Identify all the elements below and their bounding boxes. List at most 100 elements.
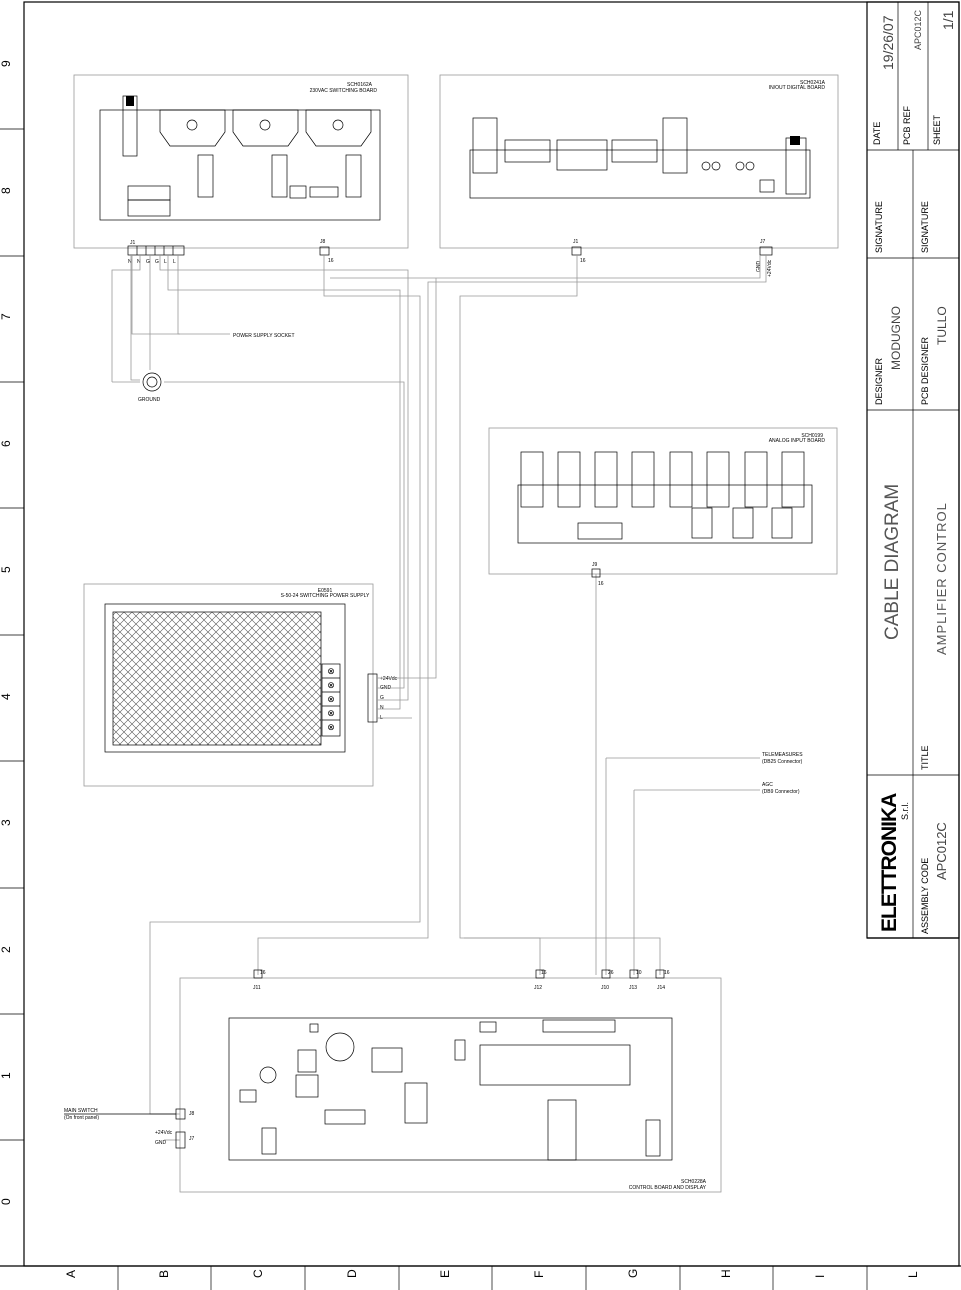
column-label: I bbox=[813, 1275, 827, 1278]
sheet-value: 1/1 bbox=[940, 10, 956, 30]
row-label: 6 bbox=[0, 440, 13, 447]
pin-label: +24Vdc bbox=[767, 259, 773, 277]
main-switch-label: MAIN SWITCH bbox=[64, 1108, 98, 1114]
pcb-ref-value: APC012C bbox=[913, 9, 923, 50]
pin-label: GND bbox=[155, 1140, 167, 1146]
row-label: 3 bbox=[0, 819, 13, 826]
row-grid: 9 8 7 6 5 4 3 2 1 0 bbox=[0, 60, 24, 1205]
pin-count: 10 bbox=[636, 970, 642, 976]
row-label: 1 bbox=[0, 1072, 13, 1079]
pin-label: G bbox=[146, 259, 150, 265]
pcb-designer-label: PCB DESIGNER bbox=[920, 336, 930, 405]
board-name: CONTROL BOARD AND DISPLAY bbox=[629, 1185, 707, 1191]
date-value: 19/26/07 bbox=[880, 15, 896, 70]
title-block: DATE 19/26/07 PCB REF APC012C SHEET 1/1 … bbox=[866, 1, 960, 939]
pin-count: 26 bbox=[608, 970, 614, 976]
drawing-title: CABLE DIAGRAM bbox=[882, 484, 903, 640]
board-name: IN/OUT DIGITAL BOARD bbox=[769, 85, 826, 91]
connector-label: J9 bbox=[592, 562, 598, 568]
row-label: 4 bbox=[0, 693, 13, 700]
pin-label: N bbox=[128, 259, 132, 265]
psu-pin-label: G bbox=[380, 695, 384, 701]
power-supply: E0591 S-50-24 SWITCHING POWER SUPPLY ⊗ ⊗… bbox=[83, 583, 398, 787]
svg-text:⊗: ⊗ bbox=[327, 666, 335, 676]
switching-board: SCH0162A 230VAC SWITCHING BOARD bbox=[73, 74, 409, 249]
column-label: E bbox=[438, 1270, 452, 1278]
connector-label: J7 bbox=[760, 239, 766, 245]
connector-label: J1 bbox=[130, 240, 136, 246]
board-name: S-50-24 SWITCHING POWER SUPPLY bbox=[281, 593, 370, 599]
date-label: DATE bbox=[872, 122, 882, 145]
row-label: 9 bbox=[0, 60, 13, 67]
psu-pin-label: N bbox=[380, 705, 384, 711]
column-label: L bbox=[906, 1271, 920, 1278]
pin-count: 16 bbox=[541, 970, 547, 976]
pin-count: 16 bbox=[580, 258, 586, 264]
assembly-code-label: ASSEMBLY CODE bbox=[920, 858, 930, 934]
company-logo: ELETTRONIKA bbox=[878, 793, 901, 932]
analog-board: SCH0199 ANALOG INPUT BOARD bbox=[488, 427, 838, 575]
connector-label: J8 bbox=[320, 239, 326, 245]
control-board: SCH0228A CONTROL BOARD AND DISPLAY bbox=[179, 977, 722, 1193]
agc-connector: (DB9 Connector) bbox=[762, 789, 800, 795]
telemeasures-connector: (DB25 Connector) bbox=[762, 759, 803, 765]
ground-label: GROUND bbox=[138, 397, 161, 403]
board-code: SCH0199 bbox=[801, 433, 823, 439]
pin-label: N bbox=[137, 259, 141, 265]
svg-text:⊗: ⊗ bbox=[327, 708, 335, 718]
drawing-subtitle: AMPLIFIER CONTROL bbox=[934, 502, 949, 655]
digital-board: SCH0241A IN/OUT DIGITAL BOARD bbox=[439, 74, 839, 249]
pcb-ref-label: PCB REF bbox=[902, 105, 912, 145]
column-label: D bbox=[345, 1269, 359, 1278]
column-label: G bbox=[626, 1269, 640, 1278]
row-label: 8 bbox=[0, 187, 13, 194]
agc-label: AGC bbox=[762, 782, 773, 788]
pin-label: L bbox=[173, 259, 176, 265]
connector-label: J1 bbox=[573, 239, 579, 245]
pin-label: +24Vdc bbox=[155, 1130, 173, 1136]
designer-label: DESIGNER bbox=[874, 357, 884, 405]
pcb-designer-value: TULLO bbox=[935, 306, 949, 345]
pin-count: 16 bbox=[328, 258, 334, 264]
connector-label: J10 bbox=[601, 985, 609, 991]
connector-label: J13 bbox=[629, 985, 637, 991]
svg-text:⊗: ⊗ bbox=[327, 694, 335, 704]
board-code: E0591 bbox=[318, 588, 333, 594]
board-code: SCH0228A bbox=[681, 1179, 707, 1185]
board-name: 230VAC SWITCHING BOARD bbox=[310, 88, 378, 94]
pin-count: 16 bbox=[598, 581, 604, 587]
pin-label: G bbox=[155, 259, 159, 265]
pin-count: 16 bbox=[260, 970, 266, 976]
assembly-code-value: APC012C bbox=[934, 822, 949, 880]
board-code: SCH0162A bbox=[347, 82, 373, 88]
power-supply-socket-label: POWER SUPPLY SOCKET bbox=[233, 333, 295, 339]
row-label: 7 bbox=[0, 313, 13, 320]
signature-label: SIGNATURE bbox=[874, 201, 884, 253]
psu-pin-label: +24Vdc bbox=[380, 676, 398, 682]
column-grid: A B C D E F G H I L bbox=[64, 1266, 920, 1290]
title-label: TITLE bbox=[920, 745, 930, 770]
pin-count: 16 bbox=[664, 970, 670, 976]
svg-text:⊗: ⊗ bbox=[327, 722, 335, 732]
row-label: 2 bbox=[0, 946, 13, 953]
column-label: C bbox=[251, 1269, 265, 1278]
connector-label: J8 bbox=[189, 1111, 195, 1117]
main-switch-note: (On front panel) bbox=[64, 1115, 99, 1121]
row-label: 0 bbox=[0, 1198, 13, 1205]
signature2-label: SIGNATURE bbox=[920, 201, 930, 253]
connector-label: J7 bbox=[189, 1136, 195, 1142]
telemeasures-label: TELEMEASURES bbox=[762, 752, 803, 758]
connector-label: J11 bbox=[253, 985, 261, 991]
designer-value: MODUGNO bbox=[889, 306, 903, 370]
pin-label: L bbox=[164, 259, 167, 265]
sheet-label: SHEET bbox=[932, 114, 942, 145]
wiring: J1 N N G G L L J8 16 J1 16 J7 GND +24Vdc bbox=[64, 239, 803, 1149]
column-label: B bbox=[157, 1270, 171, 1278]
board-code: SCH0241A bbox=[800, 80, 826, 86]
connector-label: J12 bbox=[534, 985, 542, 991]
svg-text:⊗: ⊗ bbox=[327, 680, 335, 690]
company-logo-suffix: S.r.l. bbox=[900, 802, 910, 820]
column-label: H bbox=[719, 1269, 733, 1278]
connector-label: J14 bbox=[657, 985, 665, 991]
